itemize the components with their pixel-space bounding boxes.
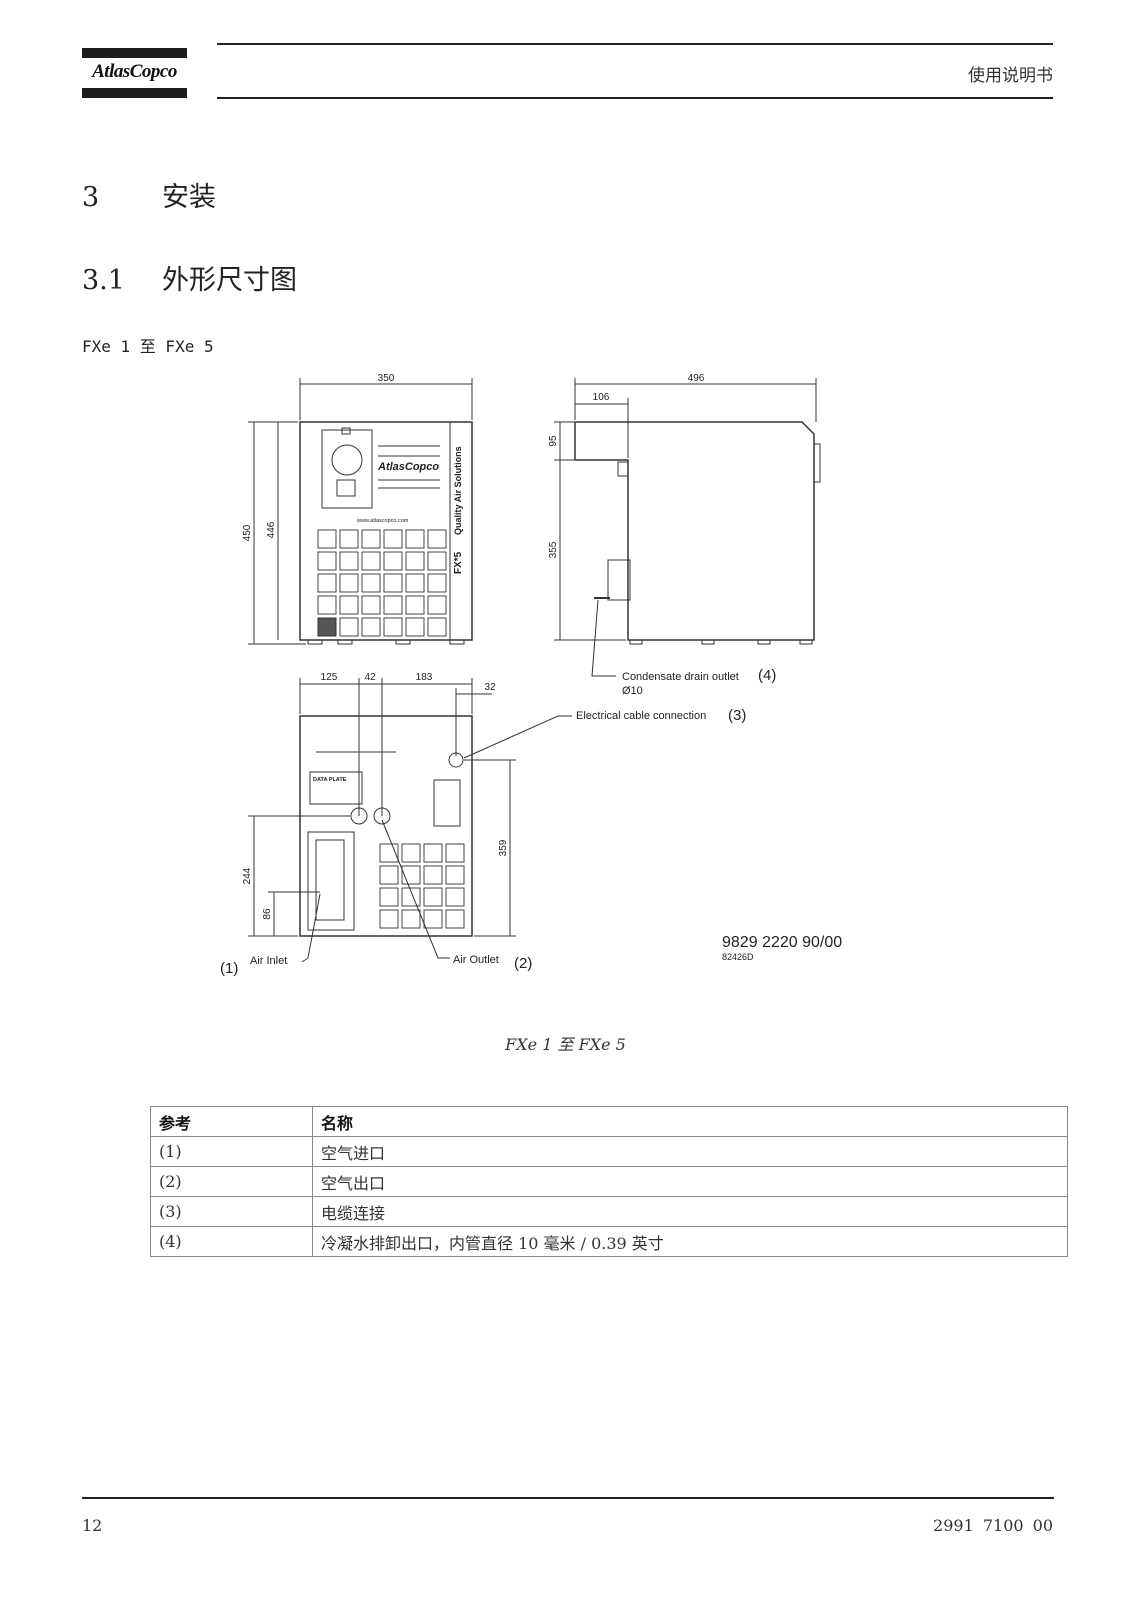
- dim-rear-height: 359: [498, 839, 509, 856]
- dimension-drawing: AtlasCopco www.atlascopco.com FX*5 Quali…: [220, 373, 842, 977]
- panel-slogan-text: Quality Air Solutions: [453, 446, 463, 535]
- drawing-number: 9829 2220 90/00: [722, 934, 842, 951]
- header-rule-bottom: [217, 97, 1053, 99]
- reference-table: 参考 名称 (1) 空气进口 (2) 空气出口 (3) 电缆连接 (4) 冷凝水…: [150, 1106, 1068, 1257]
- header-name: 名称: [312, 1106, 1068, 1137]
- header-title: 使用说明书: [968, 66, 1053, 86]
- panel-model-text: FX*5: [453, 551, 464, 574]
- table-row: (3) 电缆连接: [150, 1196, 1068, 1227]
- section-heading: 3 安装: [82, 175, 216, 214]
- model-range: FXe 1 至 FXe 5: [82, 337, 214, 356]
- row-ref: (2): [150, 1166, 313, 1197]
- row-name: 空气进口: [312, 1136, 1068, 1167]
- dim-side-height: 355: [548, 541, 559, 558]
- section-number: 3: [82, 182, 100, 213]
- dim-rear-d3: 183: [416, 672, 433, 683]
- side-view-outline: [574, 421, 815, 641]
- row-ref: (3): [150, 1196, 313, 1227]
- rear-view-outline: [299, 715, 473, 937]
- table-row: (4) 冷凝水排卸出口，内管直径 10 毫米 / 0.39 英寸: [150, 1226, 1068, 1257]
- row-ref: (4): [150, 1226, 313, 1257]
- dim-rear-inlet-height: 244: [242, 867, 253, 884]
- subsection-heading: 3.1 外形尺寸图: [82, 258, 297, 297]
- logo-bar-top: [82, 48, 187, 58]
- atlas-copco-logo: AtlasCopco: [82, 48, 187, 98]
- front-grille: [317, 529, 447, 637]
- front-view-outline: [299, 421, 473, 641]
- callout-drain-number: (4): [758, 667, 776, 684]
- section-title: 安装: [162, 182, 216, 213]
- callout-drain-diameter: Ø10: [622, 685, 643, 697]
- page-number: 12: [82, 1516, 103, 1535]
- dim-rear-d2: 42: [364, 672, 376, 683]
- header-rule-top: [217, 43, 1053, 45]
- callout-cable-label: Electrical cable connection: [576, 710, 706, 722]
- dim-side-offset: 106: [593, 392, 610, 403]
- dim-side-top: 95: [548, 435, 559, 447]
- header-ref: 参考: [150, 1106, 313, 1137]
- callout-inlet-number: (1): [220, 960, 238, 977]
- dim-front-height: 450: [242, 524, 253, 541]
- subsection-title: 外形尺寸图: [162, 265, 297, 296]
- dim-rear-d1: 125: [321, 672, 338, 683]
- callout-outlet-number: (2): [514, 955, 532, 972]
- dim-front-inner-height: 446: [266, 521, 277, 538]
- row-ref: (1): [150, 1136, 313, 1167]
- callout-inlet-label: Air Inlet: [250, 955, 287, 967]
- callout-cable-number: (3): [728, 707, 746, 724]
- row-name: 冷凝水排卸出口，内管直径 10 毫米 / 0.39 英寸: [312, 1226, 1068, 1257]
- figure-caption: FXe 1 至 FXe 5: [505, 1035, 626, 1054]
- dim-rear-d4: 32: [484, 682, 496, 693]
- data-plate-text: DATA PLATE: [313, 777, 347, 783]
- callout-outlet-label: Air Outlet: [453, 954, 499, 966]
- subsection-number: 3.1: [82, 265, 125, 296]
- logo-text: AtlasCopco: [92, 61, 177, 82]
- drawing-code: 82426D: [722, 952, 754, 962]
- dim-rear-low-height: 86: [262, 908, 273, 920]
- row-name: 空气出口: [312, 1166, 1068, 1197]
- callout-drain-label: Condensate drain outlet: [622, 671, 739, 683]
- table-header-row: 参考 名称: [150, 1106, 1068, 1137]
- panel-brand-text: AtlasCopco: [377, 461, 439, 473]
- logo-bar-bottom: [82, 88, 187, 98]
- table-row: (1) 空气进口: [150, 1136, 1068, 1167]
- dim-front-width: 350: [378, 373, 395, 384]
- row-name: 电缆连接: [312, 1196, 1068, 1227]
- dim-side-depth: 496: [688, 373, 705, 384]
- document-number: 2991 7100 00: [933, 1516, 1053, 1535]
- table-row: (2) 空气出口: [150, 1166, 1068, 1197]
- footer-rule: [82, 1497, 1054, 1499]
- panel-url-text: www.atlascopco.com: [356, 518, 409, 524]
